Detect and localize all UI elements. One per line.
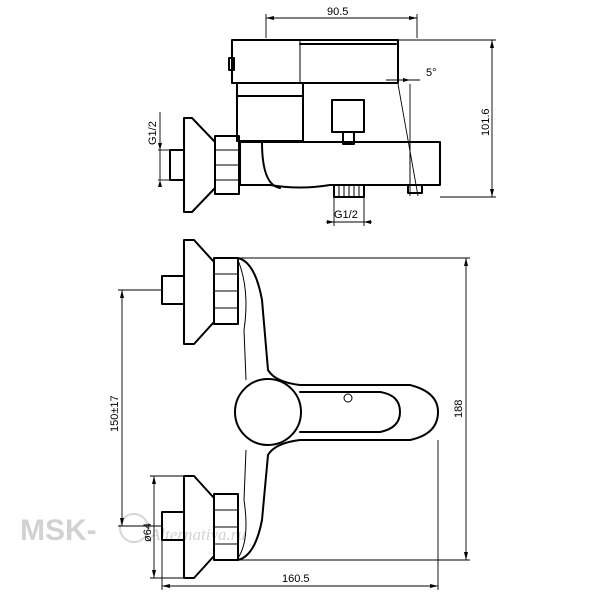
upper-inlet	[161, 275, 185, 305]
dim-centers: 150±17	[109, 395, 121, 432]
dim-inlet-thread: G1/2	[147, 121, 159, 145]
dim-188-arrow-top	[464, 258, 468, 266]
dim-1016-arrow-top	[490, 40, 494, 48]
dim-150-arrow-bottom	[120, 518, 124, 526]
dim-188-arrow-bottom	[464, 552, 468, 560]
dim-g12b-arrow-right	[364, 220, 371, 224]
cartridge-housing	[236, 95, 304, 142]
dim-150-arrow-top	[120, 290, 124, 298]
dim-905-arrow-right	[409, 16, 417, 20]
body-inner-upper	[237, 259, 247, 381]
dim-1605-arrow-left	[162, 584, 170, 588]
front-view-dimensions: 150±17 ø64 188 160.5	[109, 257, 470, 590]
handle-pin	[228, 57, 235, 71]
side-view	[169, 39, 441, 213]
spout-tip	[407, 184, 423, 194]
dim-64-arrow-top	[152, 476, 156, 484]
dim-905-arrow-left	[266, 16, 274, 20]
diverter-knob	[331, 99, 365, 133]
lever	[299, 391, 401, 433]
watermark: MSK- Alternativa.ru	[20, 513, 246, 547]
valve-body	[239, 141, 441, 189]
inlet-pipe	[169, 149, 185, 181]
watermark-brand: MSK-	[20, 514, 97, 547]
dim-top-width: 90.5	[327, 6, 348, 18]
dim-1016-arrow-bottom	[490, 189, 494, 197]
dim-angle: 5°	[426, 67, 437, 79]
dim-g12-arrow-top	[158, 143, 162, 150]
front-view	[161, 239, 439, 579]
diverter-stem	[342, 131, 355, 145]
lever-screw	[343, 393, 353, 403]
angle-arrow	[403, 78, 410, 82]
dim-g12b-arrow-left	[327, 220, 334, 224]
dim-overall-width: 160.5	[282, 573, 310, 585]
dim-top-height: 101.6	[480, 108, 492, 136]
dim-overall-height: 188	[453, 400, 465, 418]
dim-1605-arrow-right	[430, 584, 438, 588]
angle-ref-line	[397, 83, 419, 197]
dim-escutcheon: ø64	[142, 523, 154, 542]
upper-escutcheon	[183, 239, 215, 345]
handle-block	[231, 39, 399, 84]
watermark-logo-icon	[119, 513, 149, 543]
lever-hub	[234, 378, 302, 446]
dim-64-arrow-bottom	[152, 570, 156, 578]
side-view-dimensions: 90.5 101.6 5° G1/2 G1/2	[147, 6, 496, 226]
watermark-script: Alternativa.ru	[149, 525, 246, 544]
body-curve	[261, 141, 281, 189]
dim-outlet-thread: G1/2	[334, 209, 358, 221]
mixer-body	[237, 257, 439, 561]
body-inner-lower	[237, 449, 247, 559]
dim-g12-arrow-bottom	[158, 180, 162, 187]
cartridge-collar	[236, 82, 304, 97]
escutcheon	[183, 117, 216, 213]
